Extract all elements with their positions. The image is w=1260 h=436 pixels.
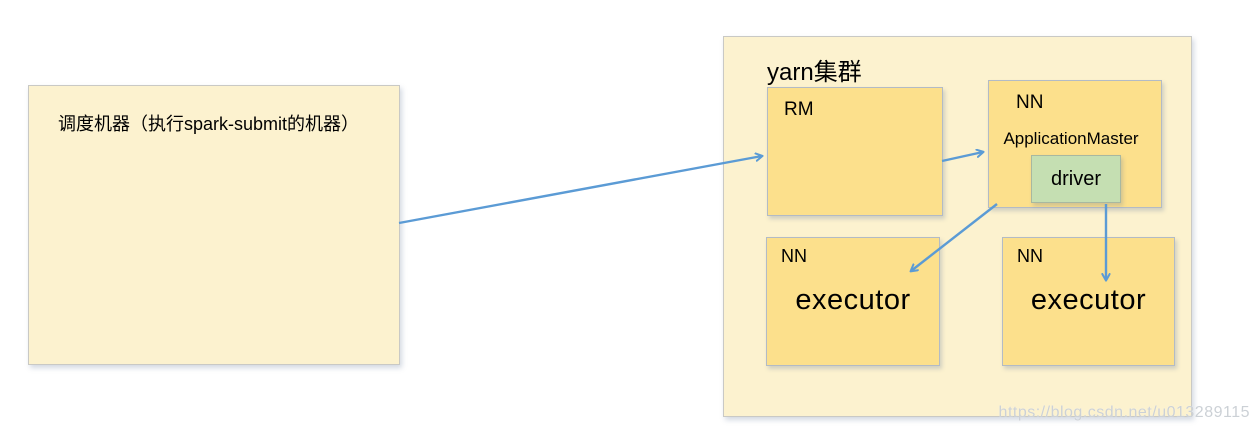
scheduler-machine-label: 调度机器（执行spark-submit的机器）	[58, 114, 360, 134]
executor-node-box-1: NN executor	[766, 237, 940, 366]
am-node-label: NN	[1016, 92, 1044, 113]
driver-box: driver	[1031, 155, 1121, 203]
resource-manager-label: RM	[784, 99, 814, 120]
executor-node-label-2: NN	[1017, 246, 1043, 266]
resource-manager-box: RM	[767, 87, 943, 216]
yarn-cluster-title: yarn集群	[767, 59, 862, 86]
executor-node-label-1: NN	[781, 246, 807, 266]
executor-node-box-2: NN executor	[1002, 237, 1175, 366]
arrow-scheduler-to-rm	[398, 156, 762, 225]
application-master-label: ApplicationMaster	[1003, 129, 1139, 148]
watermark-url: https://blog.csdn.net/u013289115	[998, 404, 1250, 421]
driver-label: driver	[1050, 167, 1101, 190]
executor-label-2: executor	[1030, 284, 1147, 316]
scheduler-machine-box: 调度机器（执行spark-submit的机器）	[28, 85, 400, 365]
executor-label-1: executor	[795, 284, 911, 316]
